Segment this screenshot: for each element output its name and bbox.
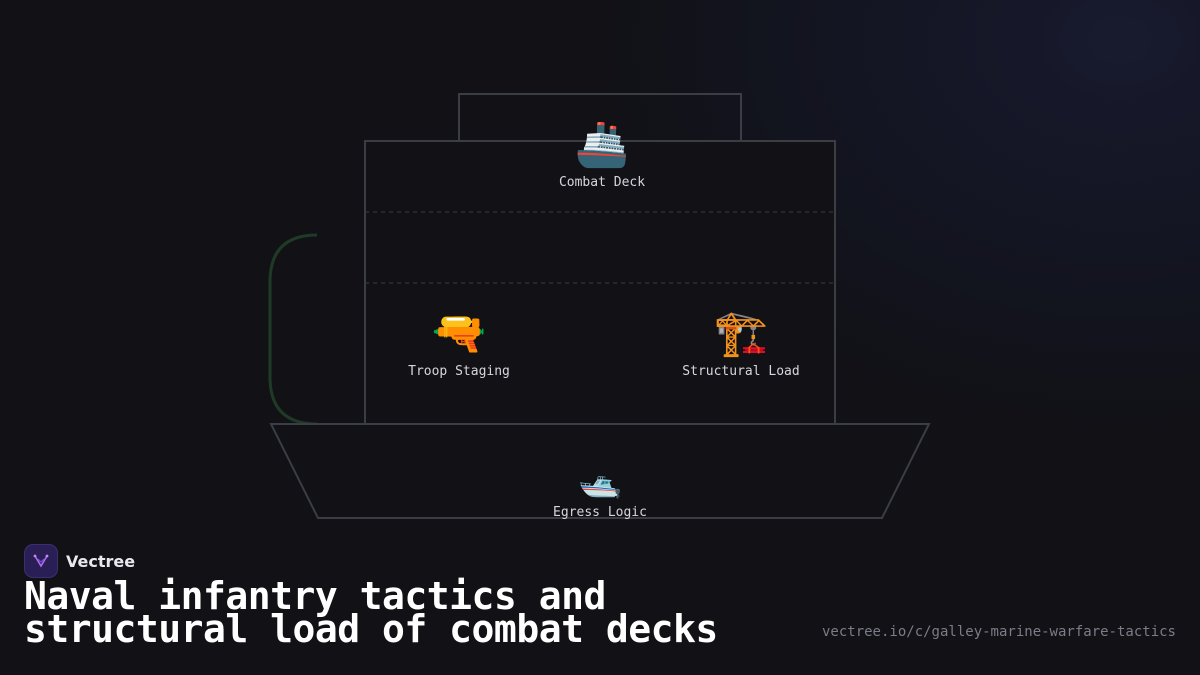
zone-combat-deck: 🚢 Combat Deck	[558, 120, 646, 191]
side-bracket	[268, 233, 318, 426]
brand-name: Vectree	[66, 551, 136, 571]
source-url[interactable]: vectree.io/c/galley-marine-warfare-tacti…	[821, 624, 1176, 640]
zone-egress-logic: 🛥️ Egress Logic	[553, 459, 647, 520]
zone-label-troop-staging: Troop Staging	[408, 364, 510, 379]
zone-label-structural-load: Structural Load	[682, 364, 800, 379]
zone-label-egress-logic: Egress Logic	[553, 505, 647, 520]
lower-hull-outline	[269, 423, 931, 519]
motor-boat-icon: 🛥️	[577, 459, 623, 499]
crane-icon: 🏗️	[713, 309, 769, 358]
brand[interactable]: Vectree	[24, 544, 135, 578]
page-title: Naval infantry tactics and structural lo…	[24, 574, 718, 651]
zone-label-combat-deck: Combat Deck	[558, 175, 646, 190]
zone-structural-load: 🏗️ Structural Load	[682, 309, 800, 380]
zone-troop-staging: 🔫 Troop Staging	[408, 309, 510, 380]
vectree-logo-icon	[24, 544, 58, 578]
ship-icon: 🚢	[574, 120, 630, 169]
water-gun-icon: 🔫	[431, 309, 487, 358]
